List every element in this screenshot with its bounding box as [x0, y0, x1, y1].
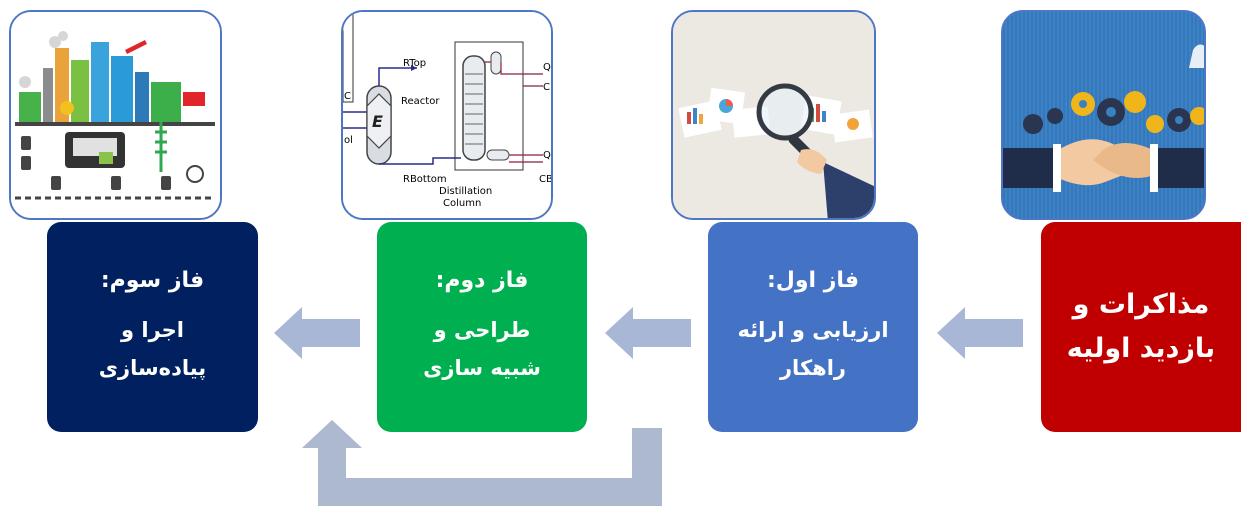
analysis-image: [671, 10, 876, 220]
pfd-distillation: Distillation: [439, 186, 492, 197]
handshake-image: [1001, 10, 1206, 220]
start-box-body: مذاکرات و بازدید اولیه: [1066, 289, 1216, 364]
phase3-box: فاز سوم: اجرا و پیاده‌سازی: [47, 222, 258, 432]
gears-icon: [1023, 91, 1204, 134]
phase2-box: فاز دوم: طراحی و شبیه سازی: [377, 222, 587, 432]
pfd-c-left: C: [344, 91, 351, 102]
phase2-body: طراحی و شبیه سازی: [423, 317, 541, 380]
reactor-e-label: E: [372, 112, 383, 131]
phase1-body: ارزیابی و ارائه راهکار: [737, 317, 889, 380]
arrow-start-to-phase1: [937, 305, 1023, 361]
phase3-title: فاز سوم:: [100, 267, 205, 293]
factory-skyline-icon: [19, 31, 205, 122]
pipeline-icon: [15, 122, 215, 200]
pfd-cb: CB: [539, 174, 551, 185]
arrow-phase2-to-phase3: [274, 305, 360, 361]
pfd-q1: Q: [543, 62, 551, 73]
phase1-title: فاز اول:: [766, 267, 860, 293]
process-diagram-image: C ol E RTop Reactor RBottom Distillation…: [341, 10, 553, 220]
phase2-title: فاز دوم:: [435, 267, 529, 293]
arrow-phase1-to-phase2: [605, 305, 691, 361]
start-negotiation-box: مذاکرات و بازدید اولیه: [1041, 222, 1241, 432]
reactor-vessel: E: [366, 85, 392, 165]
pfd-column: Column: [443, 198, 481, 209]
phase1-box: فاز اول: ارزیابی و ارائه راهکار: [708, 222, 918, 432]
phase3-body: اجرا و پیاده‌سازی: [98, 317, 207, 380]
pfd-q2: Q: [543, 150, 551, 161]
pfd-reactor: Reactor: [401, 96, 440, 107]
handshake-icon: [1003, 139, 1204, 192]
pfd-rtop: RTop: [403, 58, 426, 69]
pfd-rbottom: RBottom: [403, 174, 447, 185]
distillation-column: [462, 51, 510, 161]
pfd-ol-left: ol: [344, 135, 353, 146]
plant-image: [9, 10, 222, 220]
pfd-c1: C: [543, 82, 550, 93]
feedback-loop-arrow: [300, 420, 666, 506]
